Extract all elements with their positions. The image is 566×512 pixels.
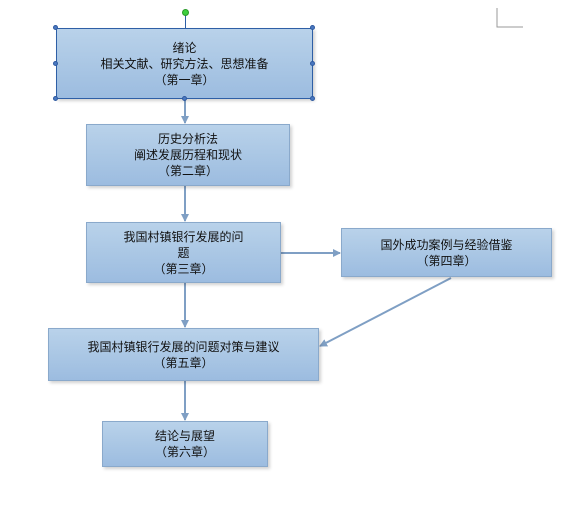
node-chapter-1-line-2: 相关文献、研究方法、思想准备	[100, 56, 269, 71]
resize-handle-left-middle[interactable]	[53, 61, 58, 66]
resize-handle-top-right[interactable]	[310, 25, 315, 30]
node-chapter-1[interactable]: 绪论 相关文献、研究方法、思想准备 （第一章）	[56, 28, 313, 99]
node-chapter-2-line-1: 历史分析法	[157, 132, 218, 146]
node-chapter-4[interactable]: 国外成功案例与经验借鉴 （第四章）	[341, 228, 552, 277]
resize-handle-right-middle[interactable]	[310, 61, 315, 66]
node-chapter-6-line-2: （第六章）	[154, 445, 215, 459]
node-chapter-4-line-1: 国外成功案例与经验借鉴	[380, 237, 513, 252]
resize-handle-top-left[interactable]	[53, 25, 58, 30]
page-corner-mark	[496, 8, 523, 28]
rotate-handle[interactable]	[182, 9, 189, 16]
resize-handle-bottom-middle[interactable]	[182, 96, 187, 101]
resize-handle-bottom-left[interactable]	[53, 96, 58, 101]
node-chapter-3-line-1: 我国村镇银行发展的问	[123, 229, 244, 244]
node-chapter-3-line-2: 题	[177, 245, 190, 260]
arrow-ch4-to-ch5	[319, 277, 452, 347]
node-chapter-2-line-2: 阐述发展历程和现状	[133, 148, 242, 162]
node-chapter-5-line-2: （第五章）	[153, 355, 214, 370]
resize-handle-bottom-right[interactable]	[310, 96, 315, 101]
node-chapter-5-line-1: 我国村镇银行发展的问题对策与建议	[87, 339, 280, 354]
node-chapter-1-line-3: （第一章）	[154, 72, 215, 87]
node-chapter-3-line-3: （第三章）	[153, 261, 214, 276]
node-chapter-1-line-1: 绪论	[172, 40, 197, 55]
node-chapter-4-line-2: （第四章）	[416, 253, 477, 268]
node-chapter-6[interactable]: 结论与展望 （第六章）	[102, 421, 268, 467]
node-chapter-2[interactable]: 历史分析法 阐述发展历程和现状 （第二章）	[86, 124, 290, 186]
node-chapter-6-line-1: 结论与展望	[154, 429, 215, 443]
node-chapter-2-line-3: （第二章）	[157, 164, 218, 178]
rotation-stem	[185, 15, 186, 28]
node-chapter-5[interactable]: 我国村镇银行发展的问题对策与建议 （第五章）	[48, 328, 319, 381]
node-chapter-3[interactable]: 我国村镇银行发展的问 题 （第三章）	[86, 222, 281, 283]
